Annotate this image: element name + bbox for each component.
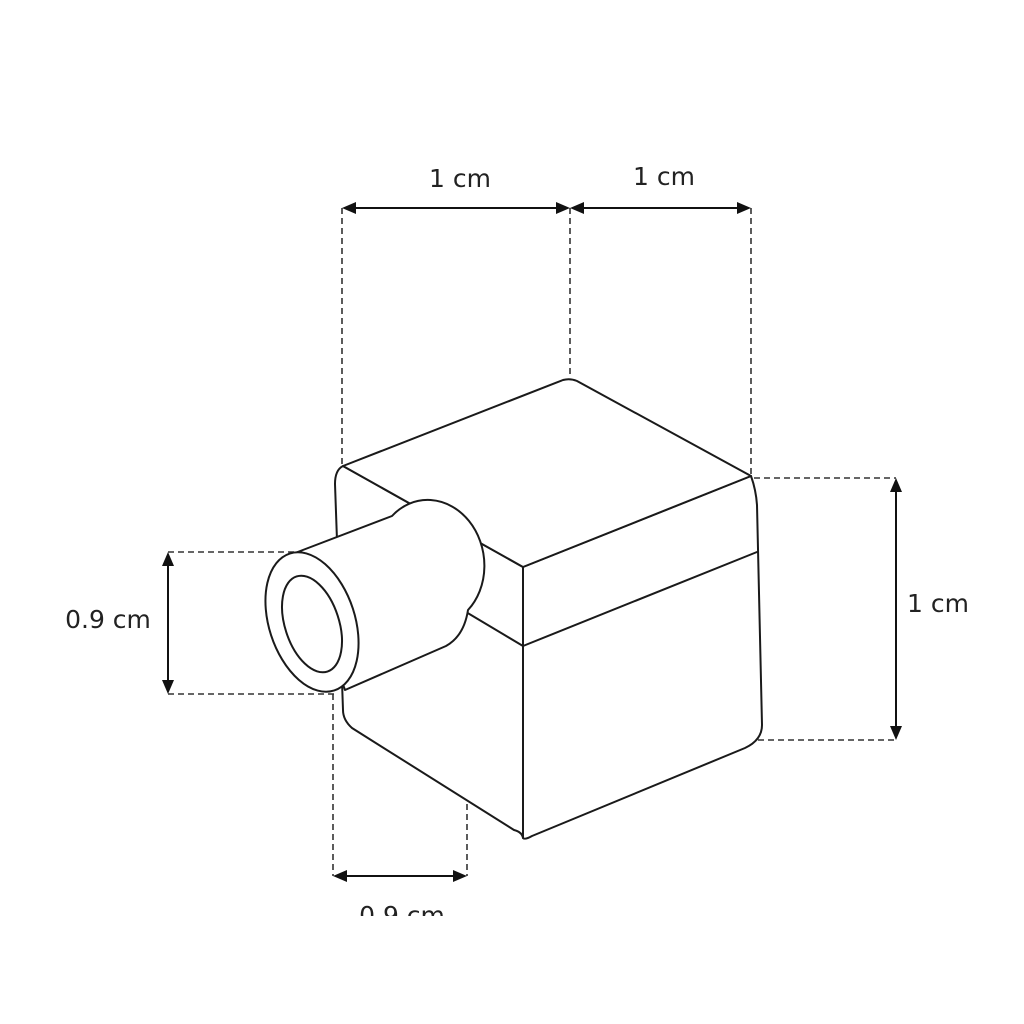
label-top-left-width: 1 cm: [429, 164, 491, 193]
arrow-left: [342, 202, 356, 214]
label-top-right-depth: 1 cm: [633, 162, 695, 191]
dimension-top-right: [570, 202, 751, 214]
cube-right-face: [522, 475, 763, 840]
arrow-left: [570, 202, 584, 214]
dimension-top-left: [342, 202, 570, 214]
arrow-right: [737, 202, 751, 214]
arrow-down: [162, 680, 174, 694]
label-cylinder-length: 0.9 cm: [359, 901, 445, 930]
dimension-right-height: [890, 478, 902, 740]
label-right-height: 1 cm: [907, 589, 969, 618]
cylinder: [264, 498, 486, 693]
cylinder-inner-bore: [281, 574, 343, 674]
arrow-right: [453, 870, 467, 882]
dimension-cylinder-length: [333, 870, 467, 882]
cube-seam-right: [522, 551, 758, 647]
label-cylinder-diameter: 0.9 cm: [65, 605, 151, 634]
arrow-up: [162, 552, 174, 566]
arrow-up: [890, 478, 902, 492]
cube-seam-left: [465, 611, 524, 647]
cropped-label-group: 0.9 cm: [359, 901, 445, 930]
arrow-right: [556, 202, 570, 214]
arrow-down: [890, 726, 902, 740]
dimension-cylinder-diameter: [162, 552, 174, 694]
arrow-left: [333, 870, 347, 882]
